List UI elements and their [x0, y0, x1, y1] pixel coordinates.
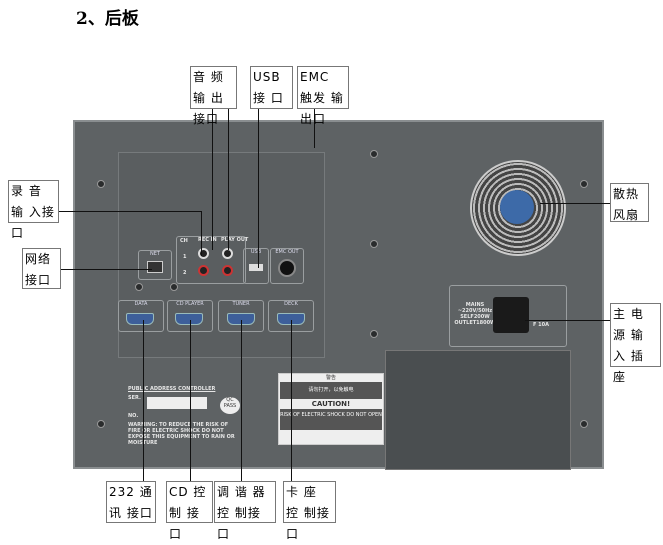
ch1-label: 1: [183, 254, 187, 260]
callout-tuner: 调 谐 器 控 制接口: [214, 481, 276, 541]
ch2-label: 2: [183, 270, 187, 276]
net-port-section: NET: [138, 250, 172, 280]
rec-in-jack-2[interactable]: [198, 265, 209, 276]
ser-label: SER.: [128, 395, 141, 401]
callout-cd: CD 控制 接口: [166, 481, 213, 541]
callout-fan: 散热 风扇: [610, 183, 649, 222]
screw: [170, 283, 178, 291]
barcode-sticker: [147, 397, 207, 409]
warning-text: WARNING: TO REDUCE THE RISK OF FIRE OR E…: [128, 422, 235, 446]
model-label: PUBLIC ADDRESS CONTROLLER: [128, 386, 216, 392]
play-out-label: PLAY OUT: [221, 237, 249, 243]
usb-section: USB: [243, 248, 269, 284]
emc-out-jack[interactable]: [278, 259, 296, 277]
caution-label: 警告 请勿打开，以免触电 CAUTION! RISK OF ELECTRIC S…: [278, 373, 384, 445]
warn-cn-text: 请勿打开，以免触电: [280, 382, 382, 399]
cd-player-label: CD PLAYER: [176, 301, 204, 307]
callout-usb: USB 接 口: [250, 66, 293, 109]
data-section: DATA: [118, 300, 164, 332]
warn-cn-heading: 警告: [325, 375, 336, 381]
usb-port[interactable]: [249, 264, 263, 271]
usb-label: USB: [250, 249, 262, 255]
callout-mains: 主 电 源 输 入 插 座: [610, 303, 661, 384]
screw: [370, 150, 378, 158]
play-out-jack-1[interactable]: [222, 248, 233, 259]
screw: [580, 420, 588, 428]
emc-out-label: EMC OUT: [275, 249, 299, 255]
screw: [370, 330, 378, 338]
ch-label: CH: [180, 238, 188, 244]
rec-in-jack-1[interactable]: [198, 248, 209, 259]
iec-power-inlet[interactable]: [493, 297, 529, 333]
qc-pass-sticker: QC PASS: [220, 397, 240, 414]
mains-section: [449, 285, 567, 347]
screw: [580, 180, 588, 188]
play-out-jack-2[interactable]: [222, 265, 233, 276]
emc-section: EMC OUT: [270, 248, 304, 284]
audio-section: [176, 236, 246, 284]
section-heading: 2、后板: [76, 9, 139, 29]
callout-rs232: 232 通讯 接口: [106, 481, 156, 523]
callout-rec-in: 录 音 输 入接口: [8, 180, 59, 240]
data-label: DATA: [134, 301, 148, 307]
rj45-port[interactable]: [147, 261, 163, 273]
data-db9-port[interactable]: [126, 313, 154, 325]
cd-db9-port[interactable]: [175, 313, 203, 325]
mains-rating: MAINS ~220V/50Hz SELF200W OUTLET1800W: [454, 302, 496, 326]
callout-deck: 卡 座 控 制接口: [283, 481, 336, 541]
screw: [97, 420, 105, 428]
net-label: NET: [150, 251, 160, 257]
screw: [97, 180, 105, 188]
deck-label: DECK: [284, 301, 298, 307]
fan-hub: [500, 190, 534, 224]
cover-plate: [385, 350, 571, 470]
fuse-label: F 10A: [533, 322, 549, 328]
no-label: NO.: [128, 413, 139, 419]
risk-text: RISK OF ELECTRIC SHOCK DO NOT OPEN: [280, 409, 382, 430]
callout-emc: EMC 触发 输出口: [297, 66, 349, 126]
caution-heading: CAUTION!: [311, 400, 351, 408]
qc-pass-text: QC PASS: [223, 397, 237, 409]
callout-network: 网络 接口: [22, 248, 61, 289]
callout-audio-out: 音 频 输 出接口: [190, 66, 237, 126]
tuner-label: TUNER: [232, 301, 250, 307]
rec-in-label: REC IN: [198, 237, 217, 243]
screw: [370, 240, 378, 248]
screw: [135, 283, 143, 291]
